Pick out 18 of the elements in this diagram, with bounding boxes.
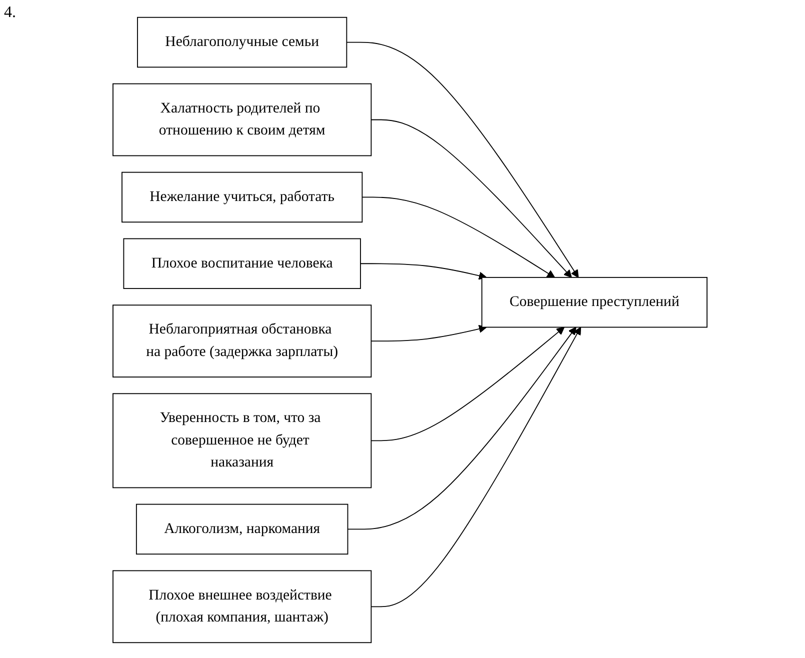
node-box: Неблагоприятная обстановка на работе (задержка зарплаты) [112, 304, 372, 378]
arrow [362, 196, 556, 278]
node-box: Халатность родителей по отношению к своим детям [112, 83, 372, 156]
arrow [370, 119, 572, 278]
arrow [346, 42, 579, 278]
arrow [370, 326, 582, 608]
arrow [360, 263, 487, 280]
item-number: 4. [4, 4, 16, 22]
node-box: Уверенность в том, что за совершенное не будет наказания [112, 393, 372, 488]
node-box: Плохое внешнее воздействие (плохая компания, шантаж) [112, 570, 372, 644]
arrow [370, 326, 565, 442]
arrow [347, 326, 576, 530]
node-box: Алкоголизм, наркомания [136, 504, 348, 555]
node-box: Нежелание учиться, работать [122, 172, 363, 223]
node-box: Плохое воспитание человека [123, 238, 361, 289]
node-box: Неблагополучные семьи [137, 16, 348, 68]
arrow [370, 324, 487, 342]
node-box: Совершение преступлений [481, 276, 708, 328]
